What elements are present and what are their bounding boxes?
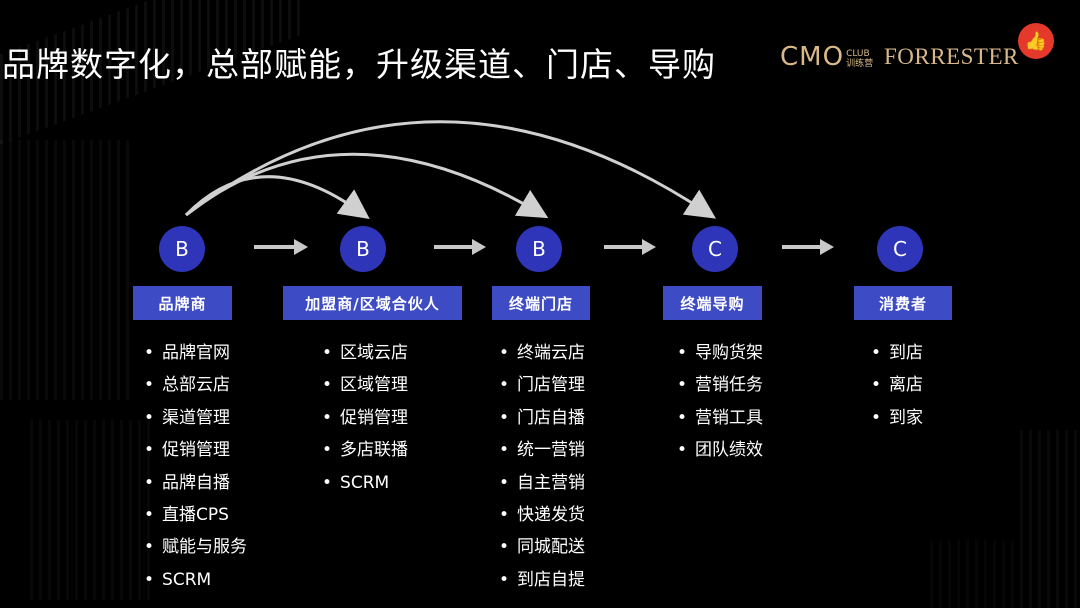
list-item: 统一营销 (499, 434, 585, 466)
list-partner: 区域云店 区域管理 促销管理 多店联播 SCRM (322, 337, 408, 499)
list-item: 渠道管理 (144, 402, 247, 434)
list-item: 到店 (871, 337, 923, 369)
list-item: 营销工具 (677, 402, 763, 434)
list-item: SCRM (144, 564, 247, 596)
list-item: 营销任务 (677, 369, 763, 401)
list-item: 到家 (871, 402, 923, 434)
list-item: 同城配送 (499, 531, 585, 563)
list-item: SCRM (322, 467, 408, 499)
list-item: 快递发货 (499, 499, 585, 531)
list-item: 门店管理 (499, 369, 585, 401)
label-partner: 加盟商/区域合伙人 (283, 286, 462, 320)
page-title: 品牌数字化，总部赋能，升级渠道、门店、导购 (2, 45, 716, 84)
list-item: 促销管理 (144, 434, 247, 466)
label-guide: 终端导购 (663, 286, 762, 320)
list-item: 离店 (871, 369, 923, 401)
cmo-sub-text: 训练营 (846, 59, 874, 69)
list-item: 品牌自播 (144, 467, 247, 499)
cmo-club-logo: CMO CLUB 训练营 (780, 42, 873, 72)
list-item: 区域云店 (322, 337, 408, 369)
cmo-logo-text: CMO (780, 42, 845, 72)
arc-to-guide (185, 120, 717, 219)
list-consumer: 到店 离店 到家 (871, 337, 923, 434)
list-item: 团队绩效 (677, 434, 763, 466)
forrester-logo: FORRESTER (884, 44, 1019, 69)
list-item: 多店联播 (322, 434, 408, 466)
list-item: 自主营销 (499, 467, 585, 499)
list-brand: 品牌官网 总部云店 渠道管理 促销管理 品牌自播 直播CPS 赋能与服务 SCR… (144, 337, 247, 596)
label-store: 终端门店 (492, 286, 590, 320)
node-store: B (516, 226, 562, 272)
node-consumer: C (877, 226, 923, 272)
label-brand: 品牌商 (133, 286, 232, 320)
list-item: 品牌官网 (144, 337, 247, 369)
arc-to-partner (184, 175, 370, 220)
list-item: 导购货架 (677, 337, 763, 369)
list-guide: 导购货架 营销任务 营销工具 团队绩效 (677, 337, 763, 467)
list-item: 区域管理 (322, 369, 408, 401)
list-item: 门店自播 (499, 402, 585, 434)
list-item: 促销管理 (322, 402, 408, 434)
node-brand: B (159, 226, 205, 272)
node-partner: B (340, 226, 386, 272)
thumbs-up-icon[interactable]: 👍 (1018, 23, 1054, 59)
cmo-club-text: CLUB (846, 49, 870, 59)
list-item: 赋能与服务 (144, 531, 247, 563)
list-item: 直播CPS (144, 499, 247, 531)
list-store: 终端云店 门店管理 门店自播 统一营销 自主营销 快递发货 同城配送 到店自提 (499, 337, 585, 596)
list-item: 终端云店 (499, 337, 585, 369)
label-consumer: 消费者 (854, 286, 952, 320)
list-item: 总部云店 (144, 369, 247, 401)
node-guide: C (692, 226, 738, 272)
list-item: 到店自提 (499, 564, 585, 596)
